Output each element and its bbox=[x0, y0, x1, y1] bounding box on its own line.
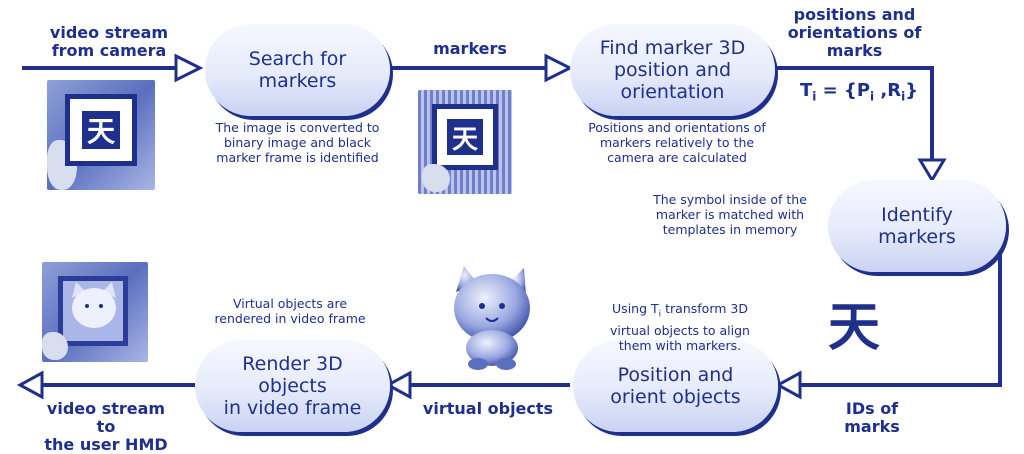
note-position: Using Ti transform 3D virtual objects to… bbox=[585, 286, 775, 353]
cat-eye-right bbox=[499, 303, 505, 309]
formula-comma: ,R bbox=[874, 80, 902, 101]
cat-head bbox=[454, 274, 530, 342]
identified-symbol: 天 bbox=[827, 298, 880, 358]
note-position-post: transform 3D virtual objects to align th… bbox=[610, 301, 750, 353]
binary-marker-card: 天 bbox=[432, 104, 498, 170]
label-video-out: video stream to the user HMD bbox=[44, 399, 168, 454]
label-markers: markers bbox=[433, 39, 507, 58]
virtual-object-cat bbox=[454, 266, 530, 370]
arrow-ids-head bbox=[774, 370, 802, 400]
step-find-marker-position: Find marker 3D position and orientation bbox=[570, 24, 775, 116]
formula-sub-i: i bbox=[812, 89, 817, 104]
cat-eye-left bbox=[479, 303, 485, 309]
arrow-virtual-objects-head bbox=[384, 370, 412, 400]
cat-body bbox=[466, 330, 518, 366]
label-virtual-objects: virtual objects bbox=[422, 399, 554, 418]
marker-symbol: 天 bbox=[82, 111, 120, 149]
formula-sub-p: i bbox=[870, 89, 875, 104]
arrow-positions bbox=[775, 66, 934, 160]
transform-formula: Ti = {Pi ,Ri} bbox=[800, 80, 918, 104]
binary-hand-illustration bbox=[422, 164, 450, 192]
step-render-objects: Render 3D objects in video frame bbox=[195, 340, 390, 432]
step-identify-markers: Identify markers bbox=[828, 180, 1006, 272]
note-find: Positions and orientations of markers re… bbox=[588, 120, 766, 165]
step-position-objects: Position and orient objects bbox=[573, 340, 778, 432]
note-search: The image is converted to binary image a… bbox=[215, 120, 380, 165]
label-positions-orientations: positions and orientations of marks bbox=[787, 5, 922, 60]
arrow-positions-head bbox=[917, 158, 947, 183]
step-search-markers: Search for markers bbox=[205, 24, 390, 116]
camera-input-photo: 天 bbox=[47, 80, 155, 190]
note-render: Virtual objects are rendered in video fr… bbox=[214, 296, 366, 326]
formula-close: } bbox=[905, 80, 919, 101]
cat-foot-right bbox=[496, 358, 516, 370]
note-position-sub: i bbox=[658, 309, 662, 320]
arrow-markers-head bbox=[544, 53, 574, 83]
marker-card: 天 bbox=[65, 94, 137, 166]
ar-pipeline-diagram: Search for markers Find marker 3D positi… bbox=[16, 5, 1006, 454]
output-cat-icon bbox=[72, 282, 116, 328]
formula-sub-r: i bbox=[901, 89, 906, 104]
binary-marker-symbol: 天 bbox=[447, 119, 483, 155]
arrow-ids bbox=[798, 250, 1002, 387]
note-identify: The symbol inside of the marker is match… bbox=[653, 192, 807, 237]
label-video-in: video stream from camera bbox=[49, 23, 169, 60]
flow-arrows bbox=[16, 53, 1002, 400]
output-hand-illustration bbox=[42, 332, 68, 360]
cat-foot-left bbox=[468, 358, 488, 370]
label-ids-of-marks: IDs of marks bbox=[844, 399, 900, 436]
binary-marker-photo: 天 bbox=[418, 90, 512, 194]
formula-t: T bbox=[800, 80, 813, 101]
formula-eq: = {P bbox=[816, 80, 871, 101]
arrow-video-in-head bbox=[174, 53, 204, 83]
cat-mouth bbox=[485, 317, 499, 322]
arrow-video-out-head bbox=[16, 370, 44, 400]
note-position-pre: Using T bbox=[612, 301, 659, 316]
rendered-output-photo bbox=[42, 262, 148, 362]
